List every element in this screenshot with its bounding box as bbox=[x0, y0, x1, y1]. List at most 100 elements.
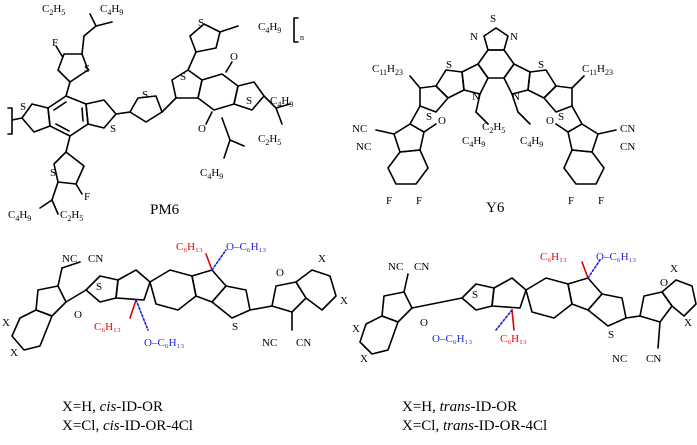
pm6-structure: C2H5 C4H9 F S S S S S F C2H5 C4H9 S S O … bbox=[7, 3, 304, 223]
pm6-side-thiophene-top bbox=[57, 53, 89, 83]
y6-label: S bbox=[538, 59, 544, 71]
y6-label: C4H9 bbox=[520, 135, 543, 149]
cis-bond bbox=[249, 305, 273, 311]
pm6-bond bbox=[65, 135, 71, 153]
pm6-bdt-thiophene-left bbox=[21, 103, 51, 133]
trans-alkoxy-top: O–C₆H₁₃ bbox=[596, 251, 636, 263]
cis-label-s: S bbox=[96, 281, 102, 293]
caption-text: -ID-OR-4Cl bbox=[473, 418, 548, 434]
trans-ic-benzene-left bbox=[359, 315, 399, 355]
pm6-bond bbox=[187, 51, 197, 71]
y6-label: N bbox=[512, 91, 520, 103]
cis-alkoxy-top: O–C₆H₁₃ bbox=[226, 241, 266, 253]
cis-bond bbox=[57, 267, 63, 287]
cis-core-benzene bbox=[149, 269, 197, 311]
y6-label: O bbox=[546, 115, 554, 127]
trans-alkoxy-bottom: O–C₆H₁₃ bbox=[432, 333, 472, 345]
pm6-bond bbox=[275, 107, 283, 125]
cis-ic-five-right bbox=[271, 281, 307, 313]
trans-label-nc: NC bbox=[388, 261, 403, 273]
trans-bond-blue bbox=[495, 309, 513, 331]
caption-text: -ID-OR-4Cl bbox=[119, 418, 193, 434]
pm6-label: C4H9 bbox=[200, 167, 223, 181]
pm6-bdd-thiophene-2 bbox=[233, 81, 265, 111]
trans-caption-line2: X=Cl, trans-ID-OR-4Cl bbox=[402, 417, 547, 436]
caption-text: X=Cl, bbox=[402, 418, 443, 434]
pm6-bond bbox=[81, 35, 85, 55]
y6-label: S bbox=[426, 111, 432, 123]
cis-label-o: O bbox=[276, 267, 284, 279]
y6-ic-five-right bbox=[567, 123, 599, 153]
pm6-label: S bbox=[198, 17, 204, 29]
y6-label: O bbox=[438, 115, 446, 127]
trans-label-o: O bbox=[420, 317, 428, 329]
y6-bond bbox=[517, 111, 531, 125]
y6-label: F bbox=[416, 195, 422, 207]
cis-thiophene-right bbox=[211, 285, 251, 319]
cis-id-or-structure: NC CN X X O S S O X X NC CN C₆H₁₃ O–C₆H₁… bbox=[2, 241, 348, 359]
y6-bond bbox=[511, 93, 519, 113]
pm6-label: S bbox=[180, 71, 186, 83]
y6-thiadiazole bbox=[483, 27, 509, 51]
pm6-bond bbox=[275, 103, 291, 109]
cis-indeno-five-left bbox=[115, 269, 151, 301]
pm6-label: S bbox=[110, 123, 116, 135]
y6-label: C11H23 bbox=[372, 63, 403, 77]
pm6-right-bracket bbox=[293, 17, 299, 43]
trans-caption: X=H, trans-ID-OR X=Cl, trans-ID-OR-4Cl bbox=[402, 398, 547, 436]
trans-ic-benzene-right bbox=[661, 279, 697, 317]
pm6-label: C4H9 bbox=[270, 95, 293, 109]
caption-italic: trans bbox=[439, 399, 471, 415]
pm6-label: F bbox=[52, 37, 58, 49]
cis-label-nc: NC bbox=[62, 253, 77, 265]
y6-label: S bbox=[490, 13, 496, 25]
y6-bond bbox=[409, 105, 421, 125]
y6-label: C11H23 bbox=[582, 63, 613, 77]
y6-thiophene-l2 bbox=[419, 85, 449, 113]
trans-bond bbox=[403, 273, 409, 293]
y6-thiophene-l1 bbox=[435, 69, 465, 99]
pm6-bond bbox=[51, 199, 59, 215]
trans-alkyl-bottom: C₆H₁₃ bbox=[500, 333, 527, 345]
trans-thiophene-right bbox=[587, 293, 627, 327]
pm6-end-thiophene bbox=[189, 23, 221, 53]
pm6-bdt-thiophene-right bbox=[85, 99, 117, 129]
caption-italic: trans bbox=[442, 418, 474, 434]
pm6-bridge-thiophene bbox=[129, 95, 163, 123]
pm6-label: S bbox=[50, 167, 56, 179]
pm6-bond bbox=[161, 97, 177, 113]
y6-label: C4H9 bbox=[462, 135, 485, 149]
cis-indeno-five-right bbox=[191, 269, 227, 303]
y6-bond bbox=[597, 129, 617, 135]
trans-label-cn: CN bbox=[646, 353, 661, 365]
pm6-label: O bbox=[198, 123, 206, 135]
y6-structure: S N N S S S S N N C11H23 C11H23 NC NC CN… bbox=[352, 13, 635, 216]
cis-ic-benzene-right bbox=[295, 269, 337, 311]
pm6-bond bbox=[115, 111, 131, 115]
pm6-bond bbox=[65, 81, 71, 97]
y6-label: N bbox=[472, 91, 480, 103]
pm6-bdd-quinone bbox=[197, 73, 239, 111]
y6-label: C2H5 bbox=[482, 121, 505, 135]
pm6-bond bbox=[95, 21, 113, 27]
pm6-bond bbox=[89, 13, 97, 27]
y6-carbonyl bbox=[423, 123, 437, 133]
cis-label-x: X bbox=[318, 253, 326, 265]
cis-caption-line1: X=H, cis-ID-OR bbox=[62, 398, 193, 417]
trans-bond-red bbox=[581, 261, 589, 279]
pm6-label: C4H9 bbox=[100, 3, 123, 17]
pm6-label: O bbox=[230, 51, 238, 63]
pm6-label: C4H9 bbox=[8, 209, 31, 223]
trans-indeno-five-right bbox=[567, 277, 603, 311]
trans-label-cn: CN bbox=[414, 261, 429, 273]
trans-label-x: X bbox=[670, 263, 678, 275]
pm6-double-bond bbox=[53, 101, 67, 111]
y6-label: N bbox=[510, 31, 518, 43]
pm6-label: S bbox=[142, 89, 148, 101]
pm6-label: S bbox=[84, 63, 90, 75]
pm6-carbonyl bbox=[225, 61, 233, 73]
cis-label-cn: CN bbox=[296, 337, 311, 349]
caption-text: X=H, bbox=[62, 399, 100, 415]
y6-name: Y6 bbox=[486, 200, 505, 216]
